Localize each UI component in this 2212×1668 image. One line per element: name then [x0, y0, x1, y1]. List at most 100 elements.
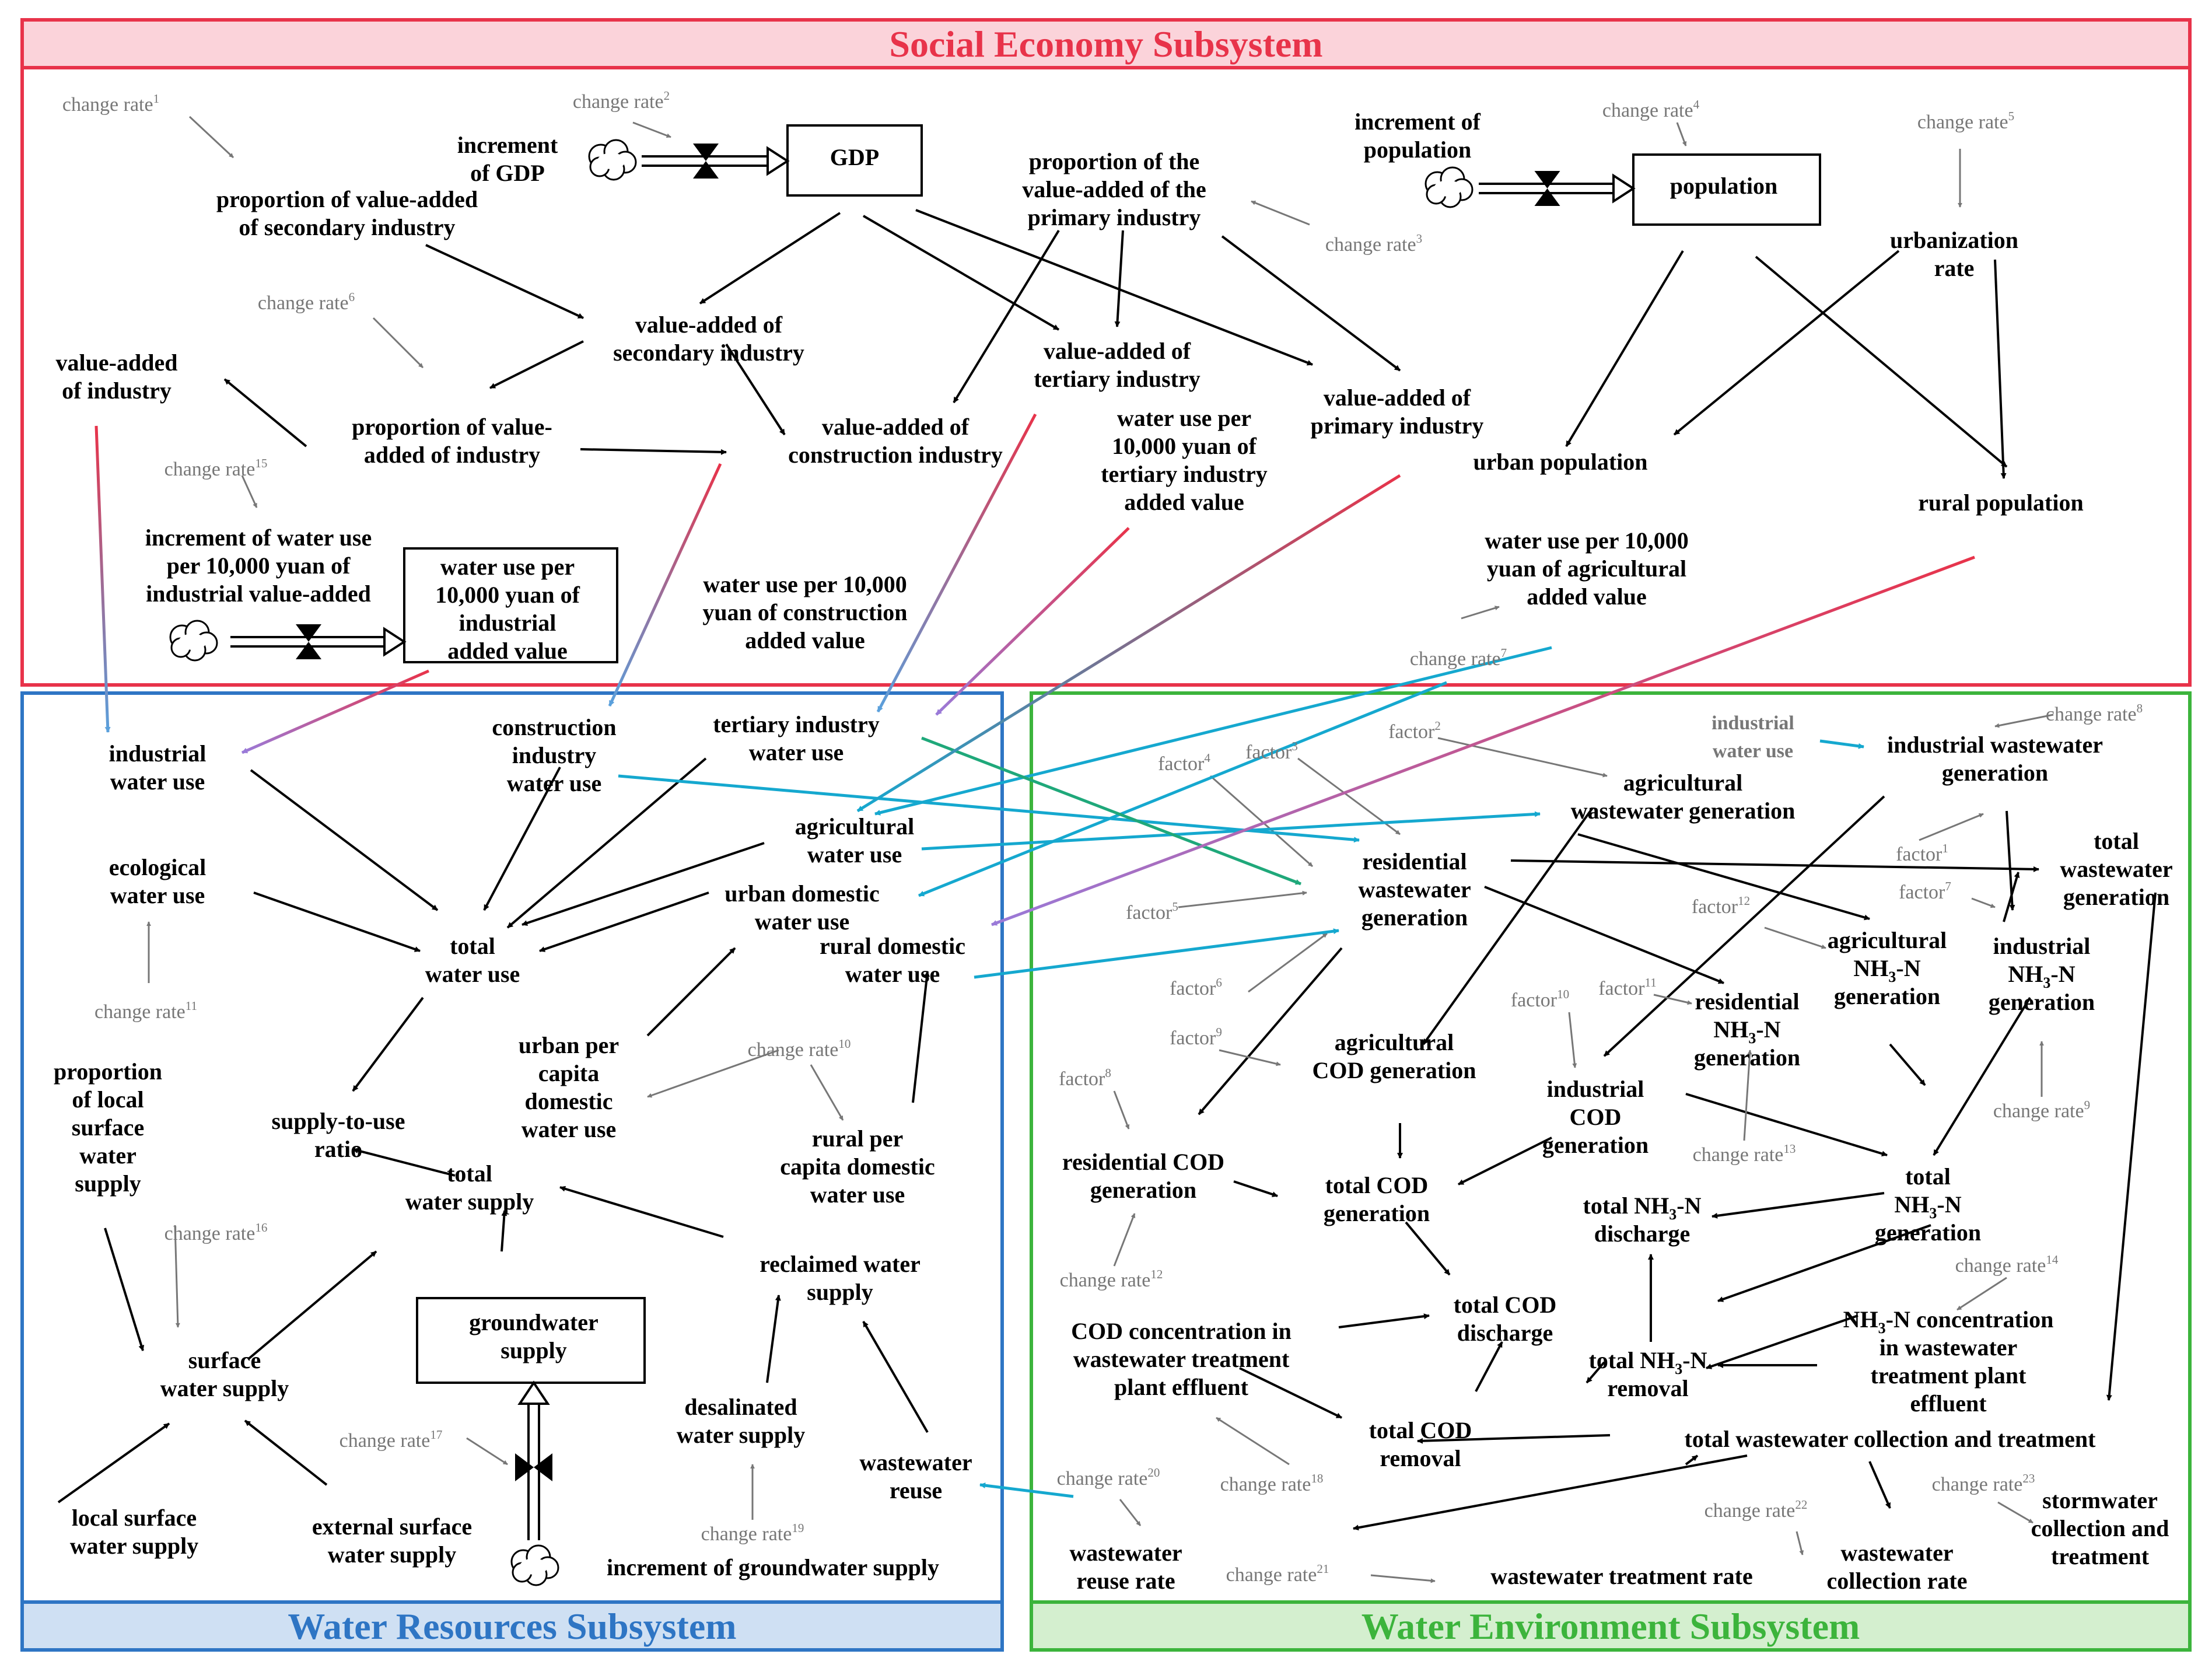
causal-link-arrow [646, 947, 736, 1037]
causal-link-arrow [1353, 1454, 1748, 1531]
svg-text:in wastewater: in wastewater [1880, 1334, 2018, 1361]
causal-link-arrow [1796, 1531, 1804, 1555]
cr15-parameter: change rate15 [164, 456, 268, 480]
causal-link-arrow [1417, 1434, 1611, 1444]
causal-link-arrow [1437, 737, 1608, 778]
causal-link-arrow [1216, 1417, 1290, 1466]
industrial-water-use-increment-flow [230, 624, 407, 659]
causal-link-arrow [506, 757, 707, 929]
causal-link-arrow [1685, 1454, 1699, 1466]
svg-text:urban per: urban per [519, 1032, 619, 1058]
svg-text:supply: supply [501, 1337, 566, 1363]
svg-text:industrial: industrial [1712, 712, 1794, 734]
svg-text:industry: industry [512, 742, 597, 768]
svg-text:wastewater: wastewater [2060, 856, 2172, 882]
causal-link-arrow [1405, 1221, 1451, 1276]
svg-text:rate: rate [1934, 255, 1975, 281]
svg-text:rural population: rural population [1918, 489, 2083, 516]
causal-link-arrow [1422, 807, 1594, 1045]
svg-text:proportion: proportion [54, 1058, 162, 1085]
causal-link-arrow [1248, 932, 1328, 993]
svg-text:agricultural: agricultural [795, 813, 914, 840]
rur-pop-variable: rural population [1918, 489, 2083, 516]
svg-text:total: total [447, 1160, 492, 1187]
causal-link-arrow [1997, 1501, 2034, 1524]
svg-text:added of industry: added of industry [364, 442, 540, 468]
cr10-parameter: change rate10 [748, 1037, 851, 1061]
causal-link-arrow [1868, 1461, 1891, 1509]
svg-text:industrial: industrial [1547, 1076, 1644, 1102]
svg-text:water use: water use [110, 882, 205, 908]
causal-link-arrow [352, 996, 424, 1092]
svg-text:NH3-N: NH3-N [1713, 1016, 1780, 1047]
f9-parameter: factor9 [1170, 1025, 1222, 1049]
svg-text:change rate10: change rate10 [748, 1037, 851, 1061]
svg-text:rural domestic: rural domestic [820, 933, 965, 959]
cr20-parameter: change rate20 [1057, 1466, 1160, 1489]
water-environment-title: Water Environment Subsystem [1362, 1606, 1860, 1647]
svg-text:per 10,000 yuan of: per 10,000 yuan of [167, 552, 351, 579]
svg-text:water use per 10,000: water use per 10,000 [703, 571, 907, 597]
svg-text:generation: generation [1324, 1200, 1430, 1226]
causal-link-arrow [1889, 1043, 1926, 1086]
cr9-parameter: change rate9 [1993, 1098, 2090, 1122]
svg-text:primary industry: primary industry [1311, 412, 1484, 439]
svg-text:treatment plant: treatment plant [1871, 1362, 2027, 1389]
svg-text:wastewater treatment: wastewater treatment [1073, 1346, 1290, 1372]
svg-text:local surface: local surface [72, 1505, 197, 1531]
svg-text:yuan of construction: yuan of construction [702, 599, 907, 625]
cr19-parameter: change rate19 [701, 1521, 804, 1545]
svg-text:agricultural: agricultural [1828, 927, 1947, 953]
svg-text:plant effluent: plant effluent [1114, 1374, 1249, 1400]
causal-link-arrow [352, 1148, 456, 1177]
svg-text:factor9: factor9 [1170, 1025, 1222, 1049]
svg-text:industrial: industrial [459, 610, 556, 636]
svg-text:value-added of the: value-added of the [1022, 176, 1206, 202]
svg-text:change rate23: change rate23 [1932, 1471, 2035, 1495]
causal-link-arrow [94, 425, 111, 733]
svg-text:added value: added value [745, 627, 865, 653]
causal-link-arrow [1233, 1180, 1278, 1197]
svg-text:factor12: factor12 [1692, 894, 1750, 918]
cr7-parameter: change rate7 [1410, 646, 1507, 670]
prop-ind-variable: proportion of value-added of industry [352, 414, 552, 468]
svg-text:agricultural: agricultural [1623, 770, 1742, 796]
causal-link-arrow [810, 1064, 844, 1121]
causal-link-arrow [242, 669, 430, 754]
svg-text:change rate1: change rate1 [62, 92, 159, 116]
svg-text:urban domestic: urban domestic [724, 880, 880, 907]
f12-parameter: factor12 [1692, 894, 1750, 918]
f3-parameter: factor3 [1245, 739, 1298, 763]
causal-link-arrow [1475, 1341, 1503, 1392]
svg-text:generation: generation [1875, 1219, 1981, 1246]
causal-link-arrow [174, 1225, 180, 1328]
cr16-parameter: change rate16 [164, 1221, 268, 1244]
svg-text:water use: water use [810, 1181, 905, 1208]
causal-link-arrow [699, 212, 841, 305]
svg-text:added value: added value [1124, 489, 1244, 515]
svg-text:wastewater: wastewater [859, 1449, 972, 1475]
svg-text:wastewater treatment rate: wastewater treatment rate [1490, 1563, 1752, 1589]
svg-text:total COD: total COD [1369, 1417, 1472, 1443]
causal-link-arrow [2106, 892, 2157, 1401]
cr3-parameter: change rate3 [1325, 232, 1422, 256]
svg-text:factor8: factor8 [1059, 1066, 1111, 1090]
svg-text:population: population [1364, 137, 1472, 163]
svg-text:ecological: ecological [109, 854, 206, 880]
causal-link-arrow [1210, 775, 1314, 868]
population-source-cloud [1424, 166, 1474, 208]
